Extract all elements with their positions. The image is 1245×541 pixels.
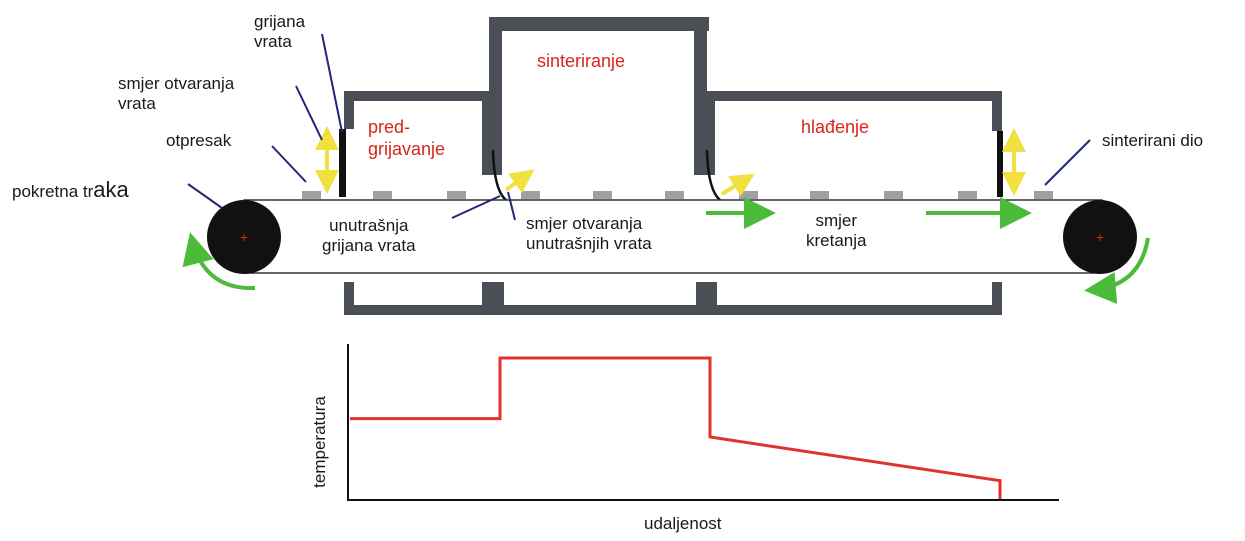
pointer-sintered-part [1044, 139, 1091, 186]
preheating-zone-label: pred- grijavanje [368, 116, 445, 160]
base-right-leg [992, 282, 1002, 315]
sintering-roof [489, 17, 709, 31]
compact-part [739, 191, 758, 199]
pointer-inner-door [451, 195, 501, 219]
inner-heated-door [491, 149, 507, 201]
base-partition-1 [482, 282, 492, 315]
cooling-zone-label: hlađenje [801, 117, 870, 137]
door-open-direction-line2: vrata [118, 94, 156, 113]
inner-door-arrow-2 [720, 173, 755, 197]
base-inner-2 [696, 282, 708, 315]
pointer-compact [271, 145, 307, 183]
sintering-left-wall [489, 17, 502, 175]
heated-door [339, 129, 346, 197]
inner-heated-door-line1: unutrašnja [329, 216, 409, 235]
door-open-direction-line1: smjer otvaranja [118, 74, 235, 93]
base-left-leg [344, 282, 354, 315]
door-arrows [315, 126, 1026, 197]
left-roller-center: + [240, 229, 248, 245]
inner-door-right [705, 149, 721, 201]
inner-door-direction-line1: smjer otvaranja [526, 214, 643, 233]
chart-x-label: udaljenost [644, 514, 722, 533]
preheating-line2: grijavanje [368, 139, 446, 159]
left-roller [207, 200, 281, 274]
compact-part [521, 191, 540, 199]
belt-label: pokretna traka [12, 177, 129, 202]
base-partition-2 [707, 282, 717, 315]
inner-door-direction-label: smjer otvaranja unutrašnjih vrata [526, 214, 652, 254]
exit-door [997, 131, 1003, 197]
partition-left-top [482, 101, 490, 175]
movement-direction-line2: kretanja [806, 231, 867, 250]
sintered-part-label: sinterirani dio [1102, 131, 1204, 150]
sintering-right-wall [694, 17, 707, 175]
belt-label-suffix: aka [93, 177, 129, 202]
compact-part [302, 191, 321, 199]
pointer-heated-door [321, 33, 343, 133]
furnace-housing [344, 17, 1002, 175]
door-open-direction-label: smjer otvaranja vrata [118, 74, 234, 114]
compact-label: otpresak [166, 131, 232, 150]
left-roller-rotation-arrow [182, 232, 256, 291]
compact-part [593, 191, 612, 199]
base-inner-1 [492, 282, 504, 315]
movement-direction-label: smjer kretanja [806, 211, 866, 251]
compact-part [447, 191, 466, 199]
sintering-zone-label: sinteriranje [537, 51, 626, 71]
belt-label-prefix: pokretna tr [12, 182, 94, 201]
chart-y-label: temperatura [309, 396, 329, 488]
right-roller [1063, 200, 1137, 274]
furnace-base [344, 282, 1002, 315]
cooling-roof [707, 91, 1002, 101]
pointer-belt [187, 183, 223, 209]
base-bar [344, 305, 1002, 315]
partition-right-top [707, 101, 715, 175]
temperature-chart [347, 344, 1059, 501]
parts-on-belt [302, 191, 1053, 199]
preheating-roof [344, 91, 492, 101]
heated-door-label: grijana vrata [254, 12, 305, 52]
cooling-right-wall [992, 91, 1002, 131]
temperature-line [350, 356, 1002, 499]
sintered-part [1034, 191, 1053, 199]
right-roller-center: + [1096, 229, 1104, 245]
inner-door-direction-line2: unutrašnjih vrata [526, 234, 652, 253]
pointer-door-direction [295, 85, 323, 141]
pointer-lines [187, 33, 1091, 221]
preheating-left-wall [344, 91, 354, 129]
pointer-inner-door-direction [507, 191, 516, 221]
inner-heated-door-label: unutrašnja grijana vrata [322, 216, 416, 256]
compact-part [373, 191, 392, 199]
movement-direction-line1: smjer [815, 211, 858, 230]
compact-part [810, 191, 829, 199]
right-roller-rotation-arrow [1084, 237, 1150, 304]
movement-arrows [182, 197, 1150, 304]
preheating-line1: pred- [368, 117, 411, 137]
inner-heated-door-line2: grijana vrata [322, 236, 416, 255]
inner-door-arrow-1 [504, 169, 535, 194]
compact-part [665, 191, 684, 199]
heated-door-label-line1: grijana [254, 12, 306, 31]
compact-part [958, 191, 977, 199]
compact-part [884, 191, 903, 199]
heated-door-label-line2: vrata [254, 32, 292, 51]
